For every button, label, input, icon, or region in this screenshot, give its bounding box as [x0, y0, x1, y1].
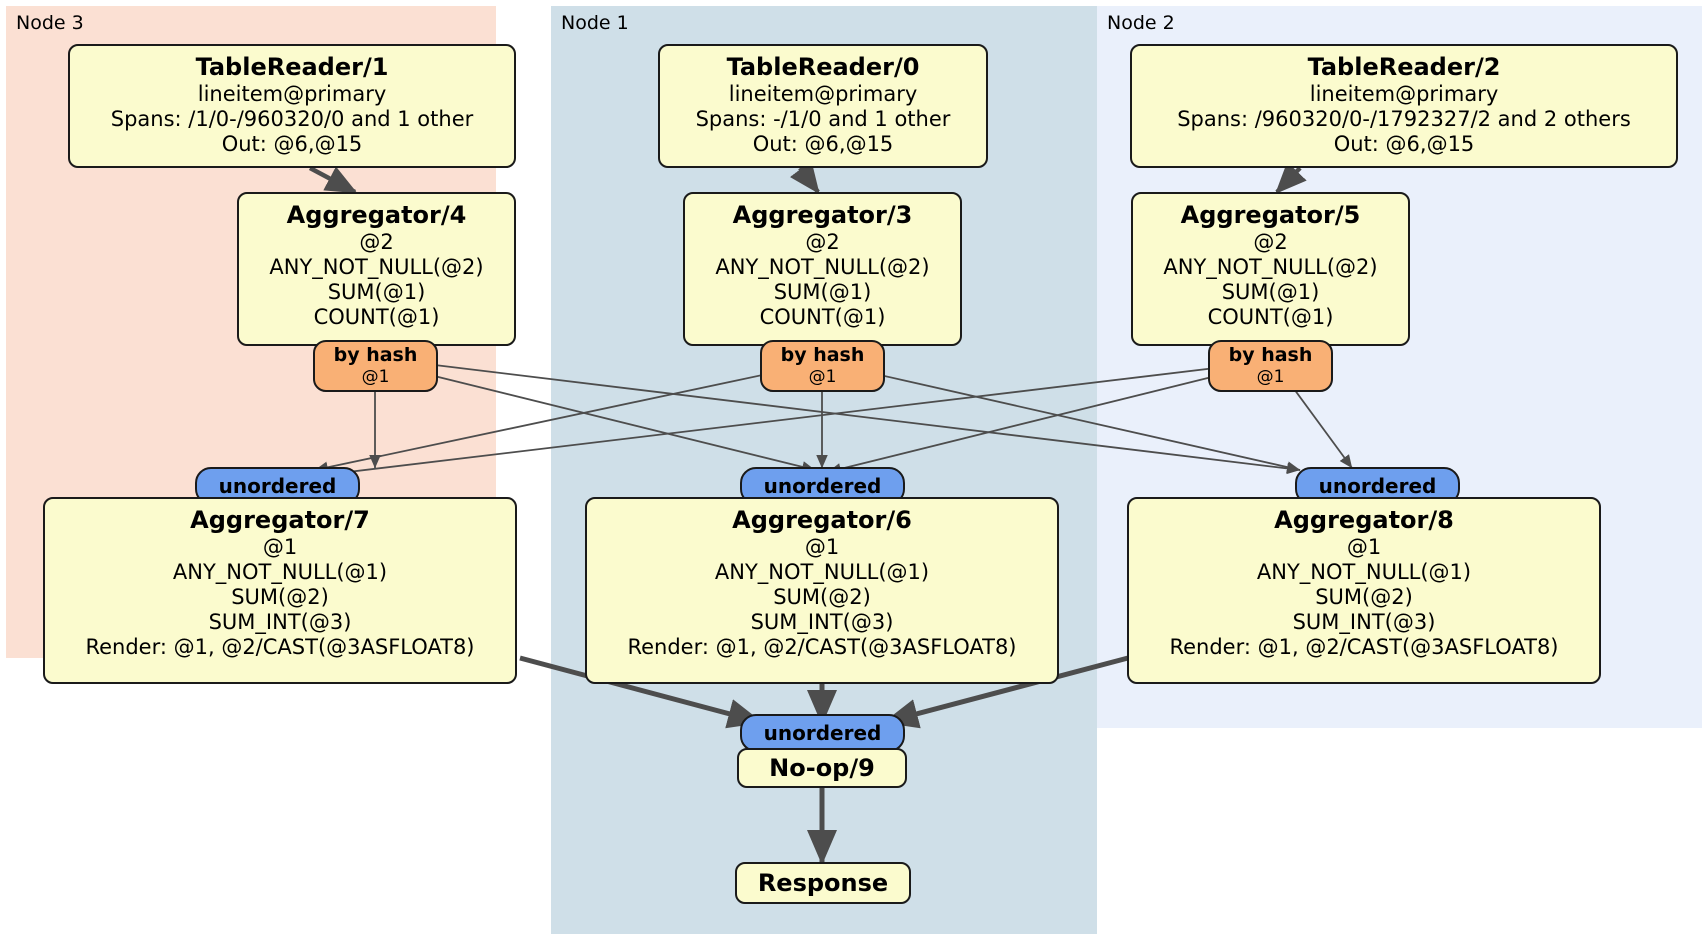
processor-title: Response — [757, 869, 889, 897]
processor-detail-line: ANY_NOT_NULL(@1) — [172, 560, 388, 584]
processor-detail-line: Out: @6,@15 — [752, 132, 894, 156]
processor-detail-line: lineitem@primary — [1309, 82, 1499, 106]
processor-aggregator-5[interactable]: Aggregator/5 @2 ANY_NOT_NULL(@2) SUM(@1)… — [1131, 192, 1410, 346]
processor-detail-line: ANY_NOT_NULL(@2) — [1163, 255, 1378, 279]
processor-aggregator-6[interactable]: Aggregator/6 @1 ANY_NOT_NULL(@1) SUM(@2)… — [585, 497, 1059, 684]
router-by-hash-aggregator-3[interactable]: by hash @1 — [760, 340, 885, 392]
router-column: @1 — [361, 367, 390, 387]
processor-detail-line: Render: @1, @2/CAST(@3ASFLOAT8) — [1169, 635, 1559, 659]
processor-aggregator-3[interactable]: Aggregator/3 @2 ANY_NOT_NULL(@2) SUM(@1)… — [683, 192, 962, 346]
processor-detail-line: SUM(@1) — [327, 280, 426, 304]
processor-title: Aggregator/7 — [190, 506, 370, 534]
processor-title: TableReader/2 — [1307, 53, 1501, 81]
router-label: by hash — [780, 344, 865, 366]
processor-detail-line: lineitem@primary — [728, 82, 918, 106]
processor-detail-line: ANY_NOT_NULL(@1) — [714, 560, 930, 584]
processor-detail-line: @1 — [804, 535, 840, 559]
router-by-hash-aggregator-5[interactable]: by hash @1 — [1208, 340, 1333, 392]
processor-detail-line: Spans: /1/0-/960320/0 and 1 other — [110, 107, 474, 131]
processor-detail-line: SUM_INT(@3) — [208, 610, 352, 634]
node-panel-label-node3: Node 3 — [16, 12, 84, 34]
processor-detail-line: Out: @6,@15 — [1333, 132, 1475, 156]
processor-response[interactable]: Response — [735, 862, 911, 904]
processor-title: Aggregator/5 — [1180, 201, 1361, 229]
processor-table-reader-1[interactable]: TableReader/1 lineitem@primary Spans: /1… — [68, 44, 516, 168]
processor-detail-line: SUM(@2) — [1315, 585, 1413, 609]
processor-noop-9[interactable]: No-op/9 — [737, 748, 907, 788]
stream-label: unordered — [1318, 474, 1437, 498]
processor-title: No-op/9 — [769, 754, 875, 782]
router-label: by hash — [1228, 344, 1313, 366]
stream-unordered-final[interactable]: unordered — [740, 714, 905, 752]
processor-detail-line: SUM_INT(@3) — [750, 610, 894, 634]
processor-detail-line: COUNT(@1) — [759, 305, 886, 329]
processor-title: Aggregator/8 — [1274, 506, 1454, 534]
processor-aggregator-7[interactable]: Aggregator/7 @1 ANY_NOT_NULL(@1) SUM(@2)… — [43, 497, 517, 684]
processor-detail-line: @1 — [262, 535, 298, 559]
processor-detail-line: Out: @6,@15 — [221, 132, 363, 156]
processor-detail-line: Render: @1, @2/CAST(@3ASFLOAT8) — [627, 635, 1017, 659]
processor-table-reader-0[interactable]: TableReader/0 lineitem@primary Spans: -/… — [658, 44, 988, 168]
node-panel-label-node2: Node 2 — [1107, 12, 1175, 34]
processor-detail-line: COUNT(@1) — [313, 305, 440, 329]
processor-title: Aggregator/6 — [732, 506, 912, 534]
processor-detail-line: SUM(@1) — [773, 280, 872, 304]
processor-detail-line: ANY_NOT_NULL(@1) — [1256, 560, 1472, 584]
processor-title: TableReader/0 — [726, 53, 920, 81]
router-column: @1 — [808, 367, 837, 387]
processor-detail-line: COUNT(@1) — [1207, 305, 1334, 329]
processor-detail-line: Spans: -/1/0 and 1 other — [695, 107, 951, 131]
router-column: @1 — [1256, 367, 1285, 387]
processor-detail-line: @2 — [1253, 230, 1288, 254]
processor-aggregator-4[interactable]: Aggregator/4 @2 ANY_NOT_NULL(@2) SUM(@1)… — [237, 192, 516, 346]
router-by-hash-aggregator-4[interactable]: by hash @1 — [313, 340, 438, 392]
processor-aggregator-8[interactable]: Aggregator/8 @1 ANY_NOT_NULL(@1) SUM(@2)… — [1127, 497, 1601, 684]
processor-title: Aggregator/3 — [732, 201, 913, 229]
processor-detail-line: @2 — [359, 230, 394, 254]
processor-detail-line: SUM_INT(@3) — [1292, 610, 1436, 634]
router-label: by hash — [333, 344, 418, 366]
processor-title: Aggregator/4 — [286, 201, 467, 229]
processor-detail-line: @2 — [805, 230, 840, 254]
node-panel-label-node1: Node 1 — [561, 12, 629, 34]
processor-detail-line: SUM(@2) — [231, 585, 329, 609]
processor-table-reader-2[interactable]: TableReader/2 lineitem@primary Spans: /9… — [1130, 44, 1678, 168]
processor-detail-line: SUM(@2) — [773, 585, 871, 609]
processor-detail-line: Spans: /960320/0-/1792327/2 and 2 others — [1177, 107, 1631, 131]
processor-detail-line: lineitem@primary — [197, 82, 387, 106]
processor-detail-line: ANY_NOT_NULL(@2) — [269, 255, 484, 279]
stream-label: unordered — [218, 474, 337, 498]
stream-label: unordered — [763, 474, 882, 498]
processor-detail-line: Render: @1, @2/CAST(@3ASFLOAT8) — [85, 635, 475, 659]
processor-title: TableReader/1 — [195, 53, 389, 81]
stream-label: unordered — [763, 721, 882, 745]
processor-detail-line: ANY_NOT_NULL(@2) — [715, 255, 930, 279]
processor-detail-line: @1 — [1346, 535, 1382, 559]
processor-detail-line: SUM(@1) — [1221, 280, 1320, 304]
